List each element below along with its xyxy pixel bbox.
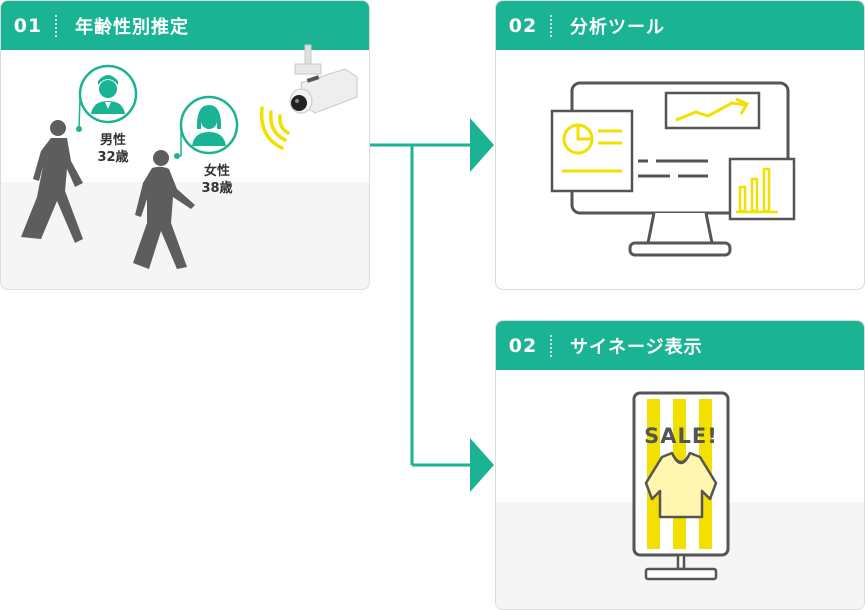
male-gender-text: 男性 [99, 133, 126, 148]
header-divider [55, 14, 57, 37]
step-card-analysis-tool: 02 分析ツール [495, 0, 865, 290]
step-card-age-gender: 01 年齢性別推定 [0, 0, 370, 290]
step-card-signage-display: 02 サイネージ表示 SALE! [495, 320, 865, 610]
step-title: 年齢性別推定 [75, 16, 189, 38]
female-estimate-label: 女性 38歳 [195, 163, 239, 197]
male-age-text: 32歳 [97, 150, 129, 165]
step-title: 分析ツール [570, 16, 665, 38]
shirt-icon [644, 451, 718, 519]
arrow-to-analysis-icon [470, 118, 494, 172]
step-header: 02 分析ツール [496, 1, 864, 50]
step-number: 01 [13, 14, 43, 37]
walking-woman-icon [133, 150, 195, 269]
age-gender-illustration [21, 44, 358, 269]
analysis-monitor-illustration [550, 81, 796, 257]
female-gender-text: 女性 [203, 164, 230, 179]
signage-illustration: SALE! [632, 391, 730, 581]
header-divider [550, 14, 552, 37]
step-number: 02 [508, 334, 538, 357]
security-camera-icon [289, 44, 358, 114]
step-title: サイネージ表示 [570, 336, 703, 358]
header-divider [550, 334, 552, 357]
walking-man-icon [21, 120, 83, 243]
bar-chart-card-icon [728, 157, 796, 221]
data-lines [638, 159, 708, 178]
arrow-to-signage-icon [470, 438, 494, 492]
male-face-badge [76, 64, 138, 132]
female-age-text: 38歳 [201, 181, 233, 196]
step-number: 02 [508, 14, 538, 37]
female-face-badge [174, 95, 239, 159]
pie-chart-card-icon [550, 109, 634, 193]
sale-text: SALE! [644, 424, 718, 448]
signal-waves-icon [259, 106, 290, 150]
male-estimate-label: 男性 32歳 [91, 132, 135, 166]
step-header: 01 年齢性別推定 [1, 1, 369, 50]
step-header: 02 サイネージ表示 [496, 321, 864, 370]
trend-chart-icon [664, 91, 761, 130]
